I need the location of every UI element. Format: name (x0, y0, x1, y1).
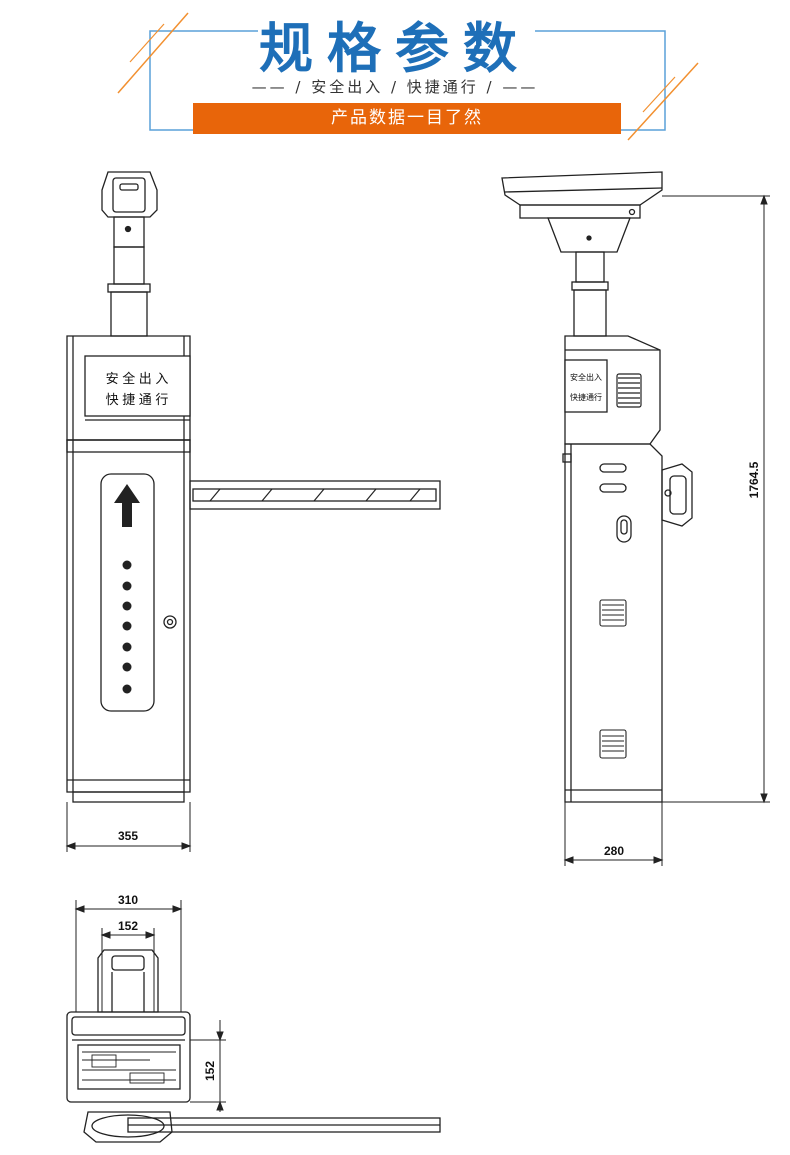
top-view (66, 900, 441, 1143)
front-view (65, 171, 441, 852)
banner: 产品数据一目了然 (193, 103, 621, 134)
front-width-label: 355 (118, 829, 138, 843)
slogan: —— / 安全出入 / 快捷通行 / —— (251, 78, 539, 96)
top-inner-width-label: 152 (118, 919, 138, 933)
side-panel-line1: 安全出入 (570, 372, 602, 382)
front-panel-line1: 安 全 出 入 (106, 371, 169, 386)
front-panel-line2: 快 捷 通 行 (106, 392, 169, 407)
header-frame (117, 12, 699, 141)
top-depth-label: 152 (203, 1061, 217, 1081)
side-panel-line2: 快捷通行 (570, 392, 602, 402)
page-title: 规格参数 (259, 17, 531, 80)
side-height-label: 1764.5 (747, 461, 761, 498)
header: 规格参数 —— / 安全出入 / 快捷通行 / —— 产品数据一目了然 (0, 0, 790, 150)
side-view (501, 171, 770, 866)
side-width-label: 280 (604, 844, 624, 858)
top-outer-width-label: 310 (118, 893, 138, 907)
